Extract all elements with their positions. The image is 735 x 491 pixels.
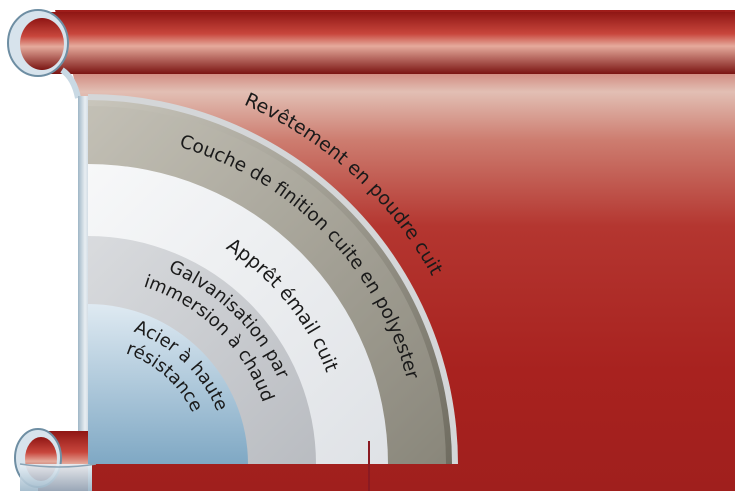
curled-top-edge bbox=[7, 9, 735, 99]
layer-steel-core bbox=[88, 304, 248, 464]
curled-bottom-edge bbox=[14, 428, 97, 491]
